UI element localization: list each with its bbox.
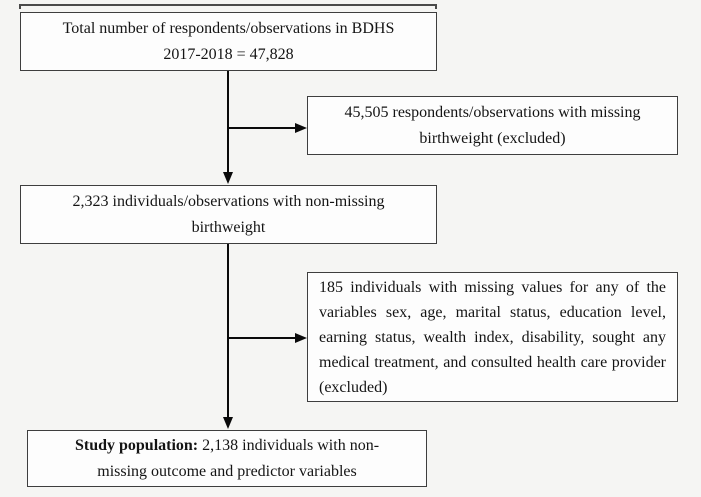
arrowhead-branch-excluded1: [295, 123, 307, 133]
flow-box-nonmissing-line2: birthweight: [191, 218, 266, 236]
cropped-top-border-right-tick: [435, 4, 437, 9]
flow-box-excluded1-line2: birthweight (excluded): [419, 129, 566, 147]
connector-branch-excluded1-line: [227, 127, 296, 129]
flow-box-total-line2: 2017-2018 = 47,828: [163, 45, 294, 63]
flow-box-excluded-missing-covariates: 185 individuals with missing values for …: [307, 272, 678, 402]
flow-box-nonmissing-birthweight: 2,323 individuals/observations with non-…: [20, 185, 437, 244]
connector-branch-excluded2-line: [227, 337, 296, 339]
flow-box-excluded1-line1: 45,505 respondents/observations with mis…: [344, 103, 641, 121]
flow-box-total-respondents: Total number of respondents/observations…: [20, 12, 437, 71]
cropped-top-border-left-tick: [19, 4, 21, 9]
flow-box-study-population: Study population: 2,138 individuals with…: [27, 430, 427, 487]
arrowhead-middle-to-study: [223, 417, 233, 429]
flow-box-study-line1: Study population: 2,138 individuals with…: [28, 433, 426, 459]
connector-middle-to-study-line: [227, 244, 229, 417]
flow-box-study-line2: missing outcome and predictor variables: [97, 462, 357, 480]
flow-box-excluded2-text: 185 individuals with missing values for …: [319, 278, 666, 396]
flow-box-nonmissing-line1: 2,323 individuals/observations with non-…: [72, 192, 385, 210]
arrowhead-top-to-middle: [223, 172, 233, 184]
study-population-line1-rest: 2,138 individuals with non-: [198, 436, 380, 454]
connector-top-to-middle-line: [227, 71, 229, 172]
cropped-top-border-line: [19, 4, 437, 6]
arrowhead-branch-excluded2: [295, 333, 307, 343]
flow-box-total-line1: Total number of respondents/observations…: [62, 19, 395, 37]
study-population-bold-label: Study population:: [74, 436, 199, 454]
flow-box-excluded-missing-birthweight: 45,505 respondents/observations with mis…: [307, 96, 678, 155]
